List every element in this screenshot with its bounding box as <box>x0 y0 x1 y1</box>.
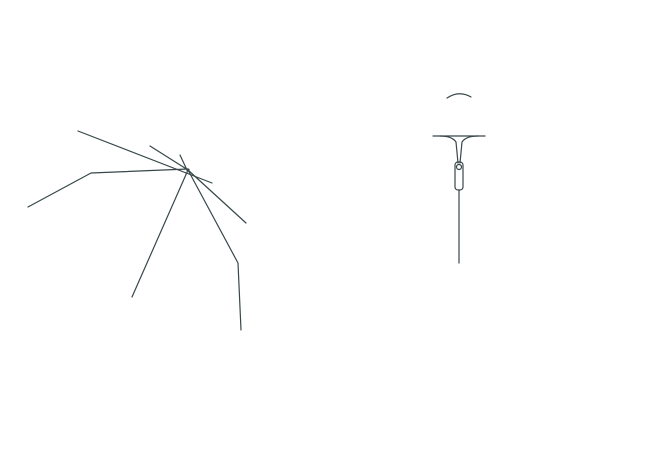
rib-upper-short <box>149 145 189 171</box>
rib-lower-right-folded <box>187 169 242 331</box>
canopy-arc <box>446 93 472 99</box>
rib-lower-left <box>131 169 189 298</box>
umbrella-side-view <box>27 130 247 331</box>
brace-left <box>439 135 459 164</box>
brace-right <box>459 135 479 164</box>
rib-left-folded <box>27 168 189 208</box>
hub-joint <box>186 168 190 172</box>
rib-top-stub <box>179 154 188 171</box>
rib-right <box>187 169 247 224</box>
rib-upper-long <box>77 130 213 184</box>
runner-ring <box>455 163 463 171</box>
umbrella-top-view <box>432 93 486 264</box>
